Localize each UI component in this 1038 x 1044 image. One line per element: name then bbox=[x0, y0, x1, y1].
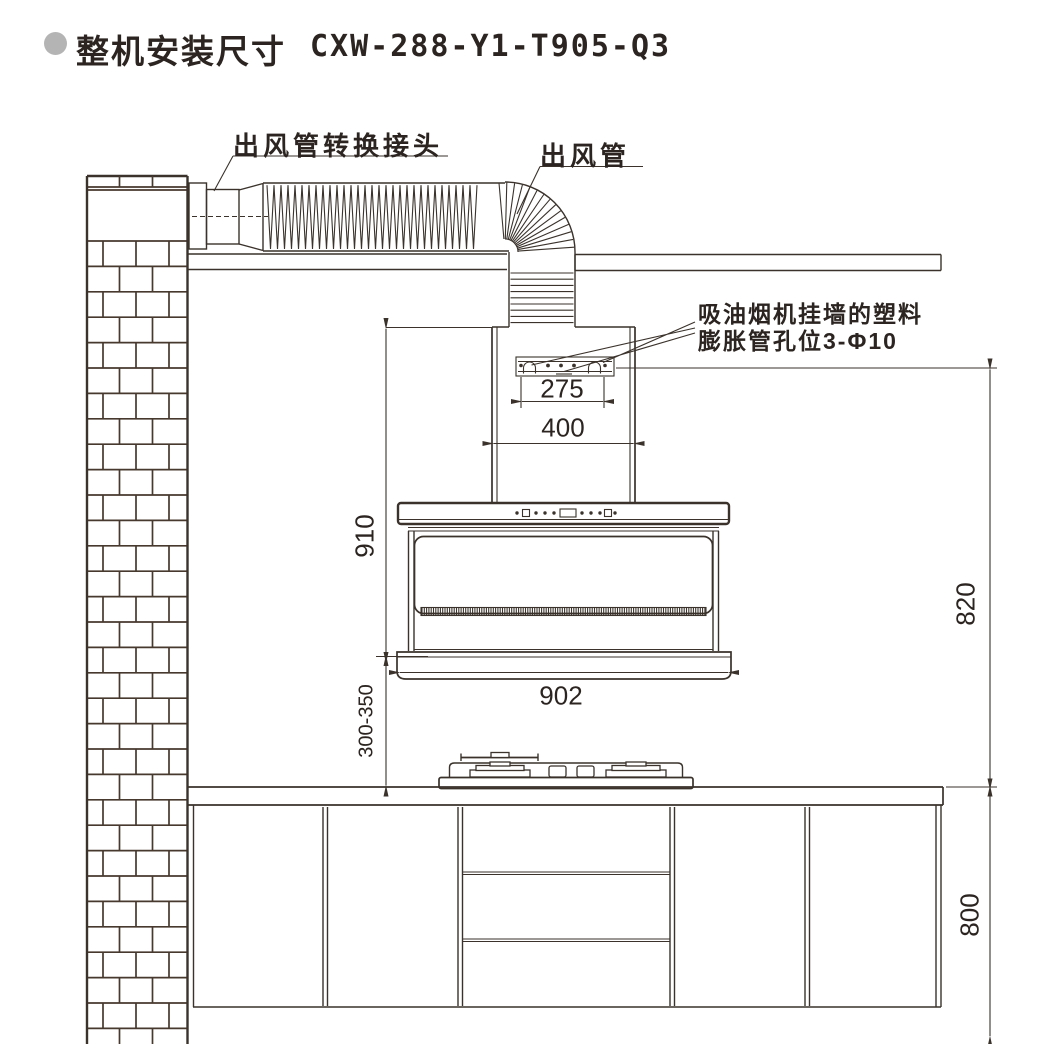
brick-wall bbox=[85, 174, 189, 1044]
dimension-lines bbox=[376, 318, 997, 1044]
chimney bbox=[491, 326, 636, 503]
shelf-board bbox=[188, 253, 942, 272]
duct-adapter-body bbox=[205, 188, 240, 245]
leader-lines bbox=[213, 155, 696, 373]
label-mount-holes-line2: 膨胀管孔位3-Φ10 bbox=[698, 328, 898, 354]
bottom-tray bbox=[396, 651, 732, 680]
dim-275: 275 bbox=[540, 373, 584, 404]
display-window bbox=[559, 508, 577, 518]
dim-902: 902 bbox=[539, 680, 583, 711]
knob-left bbox=[548, 765, 567, 778]
knob-right bbox=[576, 765, 595, 778]
countertop bbox=[188, 786, 944, 806]
dim-820: 820 bbox=[950, 582, 981, 626]
dim-300-350: 300-350 bbox=[355, 684, 378, 758]
page-title: 整机安装尺寸 bbox=[76, 33, 286, 70]
gas-cooktop bbox=[438, 751, 694, 790]
glass-panel bbox=[413, 535, 714, 615]
bullet-icon bbox=[44, 32, 67, 55]
mounting-bracket bbox=[515, 356, 615, 377]
model-number: CXW-288-Y1-T905-Q3 bbox=[310, 29, 672, 64]
filter-strip bbox=[420, 606, 707, 617]
control-panel-icons bbox=[515, 508, 617, 518]
keyhole-left bbox=[522, 361, 537, 374]
drawer-lines bbox=[463, 871, 670, 943]
label-duct-adapter: 出风管转换接头 bbox=[233, 131, 444, 161]
cooktop-base bbox=[438, 776, 694, 790]
dim-400: 400 bbox=[541, 412, 585, 443]
base-cabinet bbox=[192, 805, 942, 1008]
label-duct: 出风管 bbox=[540, 141, 631, 171]
canopy-top bbox=[396, 501, 731, 526]
dim-910: 910 bbox=[349, 514, 380, 558]
dim-800: 800 bbox=[954, 893, 985, 937]
label-mount-holes-line1: 吸油烟机挂墙的塑料 bbox=[698, 301, 923, 327]
hood-body bbox=[396, 501, 732, 680]
exhaust-duct bbox=[188, 181, 576, 327]
